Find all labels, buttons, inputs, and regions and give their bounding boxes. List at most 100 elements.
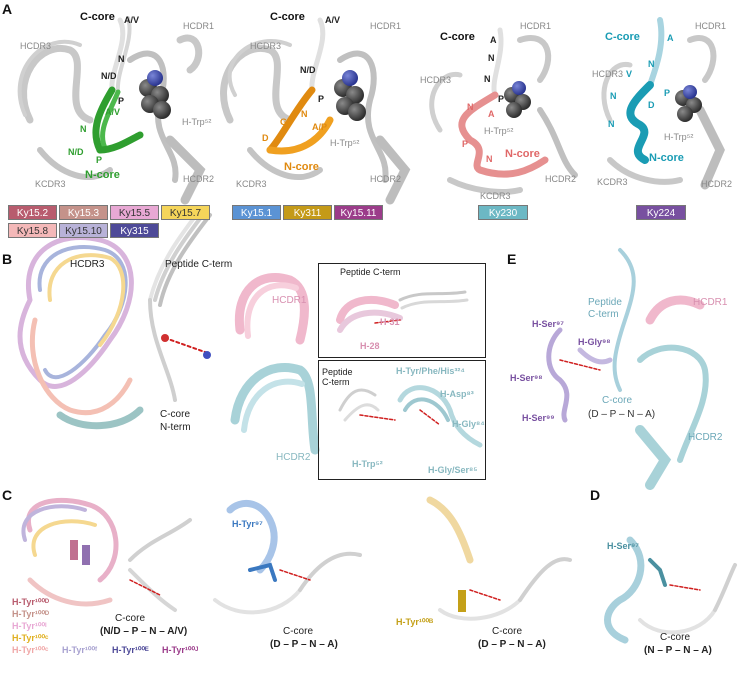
b-in1-pepc: Peptide C-term bbox=[340, 267, 401, 277]
a2-ap: A/P bbox=[312, 122, 328, 132]
panel-label-d: D bbox=[590, 487, 601, 503]
a4-d: D bbox=[648, 100, 655, 110]
legend-chip: Ky15.7 bbox=[161, 205, 210, 220]
c2-motif: (D – P – N – A) bbox=[270, 639, 338, 650]
a2-ncore: N-core bbox=[284, 161, 319, 173]
b-ccore: C-core bbox=[160, 409, 191, 420]
a3-hcdr2: HCDR2 bbox=[545, 174, 577, 184]
a1-hcdr3: HCDR3 bbox=[20, 41, 52, 51]
a3-ccore: C-core bbox=[440, 31, 475, 43]
a3-p1: P bbox=[498, 94, 505, 104]
e-ser99: H-Ser⁹⁹ bbox=[522, 413, 555, 423]
b-inset-2 bbox=[318, 360, 486, 480]
a4-hcdr2: HCDR2 bbox=[701, 179, 733, 189]
legend-chip: Ky230 bbox=[478, 205, 528, 220]
a3-hcdr3: HCDR3 bbox=[420, 75, 452, 85]
legend-chip: Ky224 bbox=[636, 205, 686, 220]
panel-c-structure-1 bbox=[21, 497, 192, 612]
a3-hcdr1: HCDR1 bbox=[520, 21, 552, 31]
e-gly98: H-Gly⁹⁸ bbox=[578, 337, 611, 347]
c3-motif: (D – P – N – A) bbox=[478, 639, 546, 650]
a3-n2: N bbox=[484, 74, 491, 84]
a2-hcdr2: HCDR2 bbox=[370, 174, 402, 184]
a1-hcdr2: HCDR2 bbox=[183, 174, 215, 184]
a4-hcdr3: HCDR3 bbox=[592, 69, 624, 79]
a3-p2: P bbox=[462, 139, 469, 149]
a2-n: N bbox=[301, 109, 308, 119]
a2-hcdr3: HCDR3 bbox=[250, 41, 282, 51]
legend-chip: Ky15.8 bbox=[8, 223, 57, 238]
b-in2-gly: H-Gly⁸⁴ bbox=[452, 419, 485, 429]
b-in1-h28: H-28 bbox=[360, 341, 380, 351]
legend-chip: Ky15.2 bbox=[8, 205, 57, 220]
a4-n1: N bbox=[648, 59, 655, 69]
a1-nd-top: N/D bbox=[101, 71, 117, 81]
a1-htrp: H-Trp⁵² bbox=[182, 117, 212, 127]
panel-b-structure bbox=[17, 208, 320, 455]
a4-hcdr1: HCDR1 bbox=[695, 21, 727, 31]
c1-tyr-e: H-Tyr¹⁰⁰ᶜ bbox=[12, 645, 49, 655]
a2-p-top: P bbox=[318, 94, 325, 104]
a4-ccore: C-core bbox=[605, 31, 640, 43]
panel-label-a: A bbox=[2, 1, 13, 17]
b-in2-pepc1: Peptide bbox=[322, 367, 353, 377]
legend-chip: Ky311 bbox=[283, 205, 332, 220]
c2-ccore: C-core bbox=[283, 626, 314, 637]
a4-ncore: N-core bbox=[649, 152, 684, 164]
a2-d: D bbox=[262, 133, 269, 143]
a3-n4: N bbox=[486, 154, 493, 164]
c3-ccore: C-core bbox=[492, 626, 523, 637]
b-hcdr3: HCDR3 bbox=[70, 259, 105, 270]
a1-av: A/V bbox=[124, 15, 140, 25]
legend-chip: Ky15.3 bbox=[59, 205, 108, 220]
e-ser98: H-Ser⁹⁸ bbox=[510, 373, 543, 383]
b-pepc: Peptide C-term bbox=[165, 259, 233, 270]
a1-n: N bbox=[118, 54, 125, 64]
e-pep1: Peptide bbox=[588, 297, 622, 308]
a4-p2: P bbox=[641, 125, 648, 135]
d-ser: H-Ser⁹⁷ bbox=[607, 541, 639, 551]
a1-av2: A/V bbox=[105, 107, 121, 117]
a1-hcdr1: HCDR1 bbox=[183, 21, 215, 31]
b-hcdr2: HCDR2 bbox=[276, 452, 311, 463]
a4-kcdr3: KCDR3 bbox=[597, 177, 628, 187]
legend-chip: Ky315 bbox=[110, 223, 159, 238]
c1-tyr-g: H-Tyr¹⁰⁰ᴱ bbox=[112, 645, 149, 655]
panel-c-structure-2 bbox=[213, 499, 362, 615]
e-ccore: C-core bbox=[602, 395, 633, 406]
c1-tyr-c: H-Tyr¹⁰⁰ᴵ bbox=[12, 621, 47, 631]
e-hcdr1: HCDR1 bbox=[693, 297, 728, 308]
b-in2-tyr: H-Tyr/Phe/His³²⁴ bbox=[396, 366, 465, 376]
trp-spheres-1 bbox=[139, 70, 171, 119]
a4-v: V bbox=[626, 69, 633, 79]
panel-label-c: C bbox=[2, 487, 13, 503]
a3-ncore: N-core bbox=[505, 148, 540, 160]
a2-g: G bbox=[280, 117, 288, 127]
a3-htrp: H-Trp⁵² bbox=[484, 126, 514, 136]
c1-tyr-f: H-Tyr¹⁰⁰ᶠ bbox=[62, 645, 98, 655]
a3-kcdr3: KCDR3 bbox=[480, 191, 511, 201]
c1-ccore: C-core bbox=[115, 613, 146, 624]
a4-n2: N bbox=[610, 91, 617, 101]
b-inset-1 bbox=[318, 263, 486, 358]
a4-p1: P bbox=[664, 88, 671, 98]
panel-label-e: E bbox=[507, 251, 517, 267]
a2-kcdr3: KCDR3 bbox=[236, 179, 267, 189]
panel-b-inset-2-art bbox=[338, 385, 483, 448]
b-in2-glyser: H-Gly/Ser⁸⁵ bbox=[428, 465, 478, 475]
panel-a-structure-4 bbox=[601, 17, 725, 190]
b-hcdr1: HCDR1 bbox=[272, 295, 307, 306]
a2-ccore: C-core bbox=[270, 11, 305, 23]
panel-label-b: B bbox=[2, 251, 13, 267]
a4-a: A bbox=[667, 33, 674, 43]
a1-p-left: P bbox=[118, 96, 125, 106]
c3-tyr: H-Tyr¹⁰⁰ᴮ bbox=[396, 617, 434, 627]
e-motif: (D – P – N – A) bbox=[588, 409, 656, 420]
b-nterm: N-term bbox=[160, 422, 191, 433]
panel-b-inset-1-art bbox=[336, 290, 469, 333]
trp-spheres-3 bbox=[504, 81, 531, 118]
panel-d-structure bbox=[604, 536, 737, 644]
e-hcdr2: HCDR2 bbox=[688, 432, 723, 443]
c1-tyr-b: H-Tyr¹⁰⁰ᴰ bbox=[12, 609, 50, 619]
